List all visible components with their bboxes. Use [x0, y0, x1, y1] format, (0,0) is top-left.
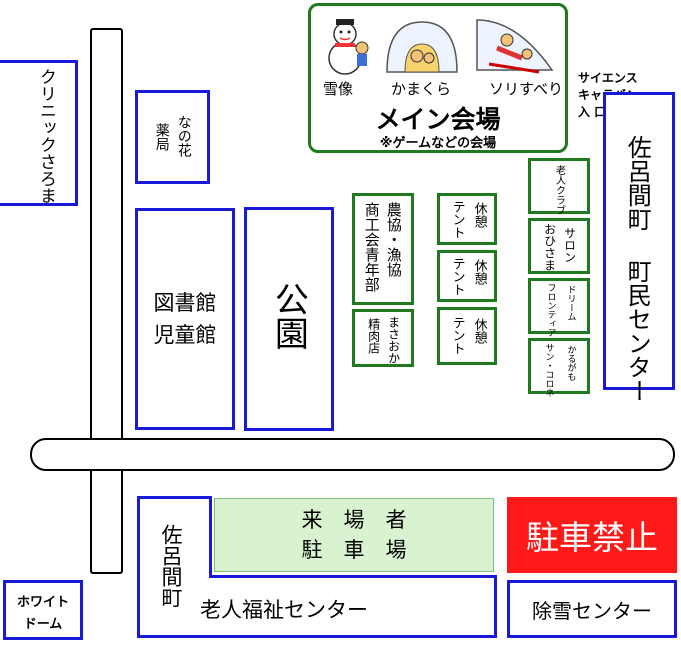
no-parking-label: 駐車禁止 [526, 518, 658, 557]
venue-subtitle: ※ゲームなどの会場 [379, 136, 497, 151]
rest-tent-3-label: 休憩 [471, 318, 487, 344]
sled-icon [476, 19, 554, 74]
dream-frontier-booth[interactable]: ドリーム フロンティア [528, 278, 590, 337]
pharmacy[interactable]: なの花 薬局 [135, 90, 210, 184]
parking-label-1: 来 場 者 [301, 508, 407, 532]
library-label-2: 児童館 [153, 323, 217, 347]
dream-label-1: ドリーム [565, 285, 576, 321]
dream-label-2: フロンティア [545, 283, 556, 337]
caption-snow-statue: 雪像 [323, 80, 354, 98]
welfare-name-label: 老人福祉センター [200, 598, 368, 622]
rest-tent-3-sub: テント [449, 316, 465, 355]
pharmacy-type: 薬局 [153, 123, 170, 151]
park[interactable]: 公園 [244, 207, 334, 431]
clinic[interactable]: クリニックさろま [0, 60, 78, 206]
salon-label-2: おひさま [542, 223, 557, 271]
salon-label-1: サロン [562, 227, 577, 263]
snow-removal-center[interactable]: 除雪センター [507, 580, 677, 638]
kamakura-icon [386, 21, 458, 73]
rest-tent-1[interactable]: 休憩 テント [437, 193, 497, 245]
butcher-type: 精肉店 [366, 318, 381, 354]
agri-label-1: 農協・漁協 [384, 202, 403, 277]
rest-tent-1-label: 休憩 [471, 202, 487, 228]
karugamo-label-1: かるがも [565, 345, 576, 381]
white-dome-label-1: ホワイト [16, 595, 69, 610]
welfare-center-notch-edge-h [209, 575, 497, 578]
horizontal-road [30, 438, 675, 471]
white-dome[interactable]: ホワイト ドーム [3, 580, 83, 640]
karugamo-label-2: サン・コロネ [543, 343, 554, 397]
no-parking-sign: 駐車禁止 [507, 497, 677, 573]
rest-tent-2[interactable]: 休憩 テント [437, 250, 497, 302]
visitor-parking[interactable]: 来 場 者 駐 車 場 [214, 498, 494, 572]
butcher-booth[interactable]: まさおか 精肉店 [352, 309, 414, 367]
welfare-center-notch-edge-v [209, 496, 212, 578]
elderly-club-booth[interactable]: 老人クラブ [528, 158, 590, 215]
community-center[interactable]: 佐呂間町 町民センター [603, 92, 675, 403]
agri-commerce-booth[interactable]: 農協・漁協 商工会青年部 [352, 193, 414, 305]
snowman-icon [328, 19, 369, 75]
rest-tent-2-label: 休憩 [471, 259, 487, 285]
butcher-name: まさおか [386, 316, 401, 364]
clinic-label: クリニックさろま [35, 68, 56, 204]
caravan-line-1: サイエンス [578, 71, 638, 85]
road-junction [92, 440, 121, 469]
parking-label-2: 駐 車 場 [301, 538, 407, 562]
rest-tent-3[interactable]: 休憩 テント [437, 307, 497, 365]
rest-tent-1-sub: テント [449, 200, 465, 239]
venue-title: メイン会場 [375, 105, 501, 134]
community-center-label: 佐呂間町 町民センター [623, 135, 652, 403]
rest-tent-2-sub: テント [449, 257, 465, 296]
elderly-club-label: 老人クラブ [553, 165, 565, 215]
karugamo-booth[interactable]: かるがも サン・コロネ [528, 338, 590, 397]
main-venue[interactable]: 雪像 かまくら ソリすべり メイン会場 ※ゲームなどの会場 [308, 3, 568, 153]
vertical-road [90, 28, 123, 574]
caption-kamakura: かまくら [391, 80, 452, 98]
white-dome-label-2: ドーム [23, 617, 63, 632]
agri-label-2: 商工会青年部 [362, 202, 381, 292]
welfare-town-label: 佐呂間町 [159, 524, 184, 608]
library-label-1: 図書館 [153, 291, 217, 315]
snow-illustrations [328, 19, 554, 75]
park-label: 公園 [268, 282, 309, 350]
caption-sledding: ソリすべり [489, 80, 563, 98]
snow-center-label: 除雪センター [532, 598, 652, 623]
salon-booth[interactable]: サロン おひさま [528, 218, 590, 274]
pharmacy-name: なの花 [175, 115, 192, 157]
library[interactable]: 図書館 児童館 [135, 208, 235, 430]
venue-captions: 雪像 かまくら ソリすべり [319, 78, 563, 98]
